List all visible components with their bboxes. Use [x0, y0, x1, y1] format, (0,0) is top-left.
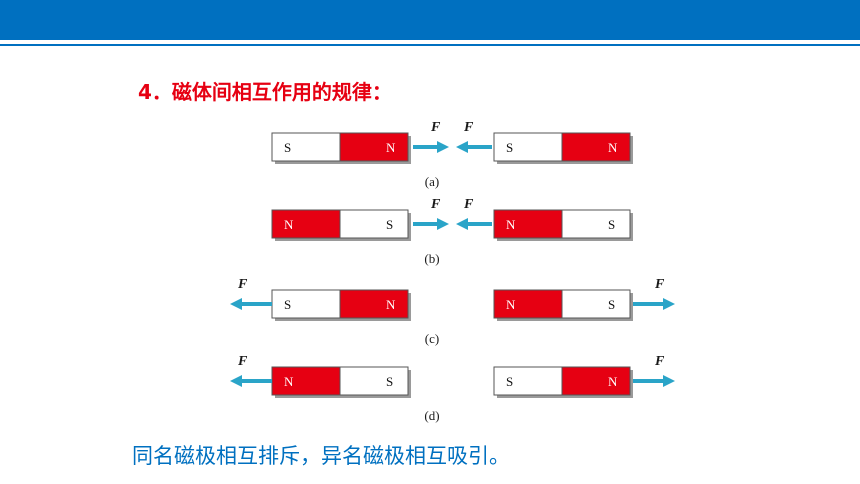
row-caption: (a): [425, 174, 439, 189]
force-label: F: [654, 277, 665, 292]
magnet-pole-s: [339, 209, 409, 239]
magnet-pole-n: [271, 366, 341, 396]
pole-label: N: [506, 217, 516, 232]
force-arrow-left-head: [230, 298, 242, 310]
force-arrow-right-head: [456, 218, 468, 230]
force-arrow-right-head: [663, 375, 675, 387]
pole-label: S: [284, 297, 291, 312]
force-arrow-right-head: [663, 298, 675, 310]
magnet-pole-s: [271, 289, 341, 319]
force-label: F: [430, 120, 441, 135]
row-caption: (b): [424, 251, 439, 266]
header-divider: [0, 44, 860, 46]
pole-label: S: [506, 140, 513, 155]
magnet-pole-s: [561, 209, 631, 239]
magnet-pole-n: [339, 289, 409, 319]
force-label: F: [654, 354, 665, 369]
magnet-pole-s: [493, 132, 563, 162]
magnet-pole-n: [271, 209, 341, 239]
force-label: F: [237, 354, 248, 369]
row-caption: (c): [425, 331, 439, 346]
force-label: F: [463, 197, 474, 212]
force-label: F: [430, 197, 441, 212]
pole-label: S: [386, 217, 393, 232]
conclusion-text: 同名磁极相互排斥，异名磁极相互吸引。: [132, 444, 510, 468]
force-arrow-right-head: [456, 141, 468, 153]
row-caption: (d): [424, 408, 439, 423]
force-label: F: [463, 120, 474, 135]
force-label: F: [237, 277, 248, 292]
pole-label: N: [386, 140, 396, 155]
pole-label: N: [284, 374, 294, 389]
section-heading: 4．磁体间相互作用的规律：: [138, 80, 392, 104]
pole-label: N: [506, 297, 516, 312]
pole-label: N: [284, 217, 294, 232]
force-arrow-left-head: [437, 141, 449, 153]
force-arrow-left-head: [437, 218, 449, 230]
magnet-pole-n: [561, 366, 631, 396]
magnet-pole-s: [339, 366, 409, 396]
magnet-pole-n: [493, 209, 563, 239]
pole-label: S: [608, 297, 615, 312]
pole-label: S: [506, 374, 513, 389]
magnet-pole-s: [493, 366, 563, 396]
magnet-pole-n: [561, 132, 631, 162]
pole-label: S: [386, 374, 393, 389]
pole-label: S: [284, 140, 291, 155]
magnet-pole-n: [339, 132, 409, 162]
header-bar: [0, 0, 860, 40]
pole-label: S: [608, 217, 615, 232]
pole-label: N: [386, 297, 396, 312]
pole-label: N: [608, 374, 618, 389]
pole-label: N: [608, 140, 618, 155]
magnet-pole-s: [271, 132, 341, 162]
force-arrow-left-head: [230, 375, 242, 387]
magnet-pole-s: [561, 289, 631, 319]
magnet-pole-n: [493, 289, 563, 319]
